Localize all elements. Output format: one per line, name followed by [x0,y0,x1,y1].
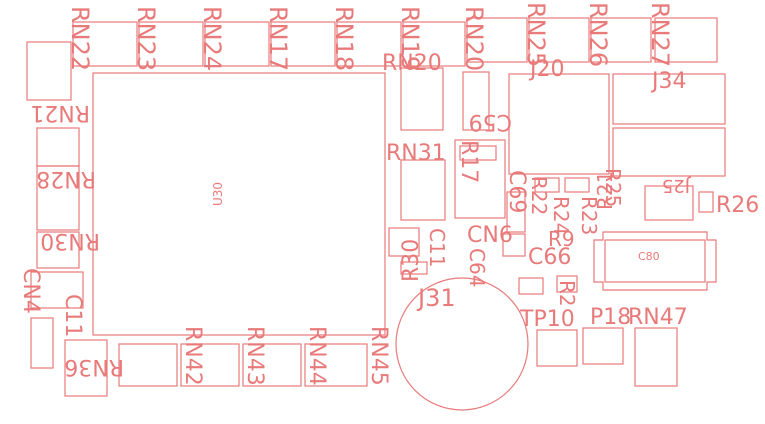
label-j34: J34 [650,69,686,94]
label-p18: P18 [590,305,631,330]
footprint-r17-pad [459,145,497,161]
footprint-rn31 [400,159,446,221]
footprint-r17 [454,139,506,219]
footprint-rn27 [590,17,652,63]
label-u30: U30 [211,182,225,206]
footprint-rn27b [654,17,718,63]
label-rn25: RN25 [522,2,550,67]
label-rn28: RN28 [36,166,96,191]
footprint-rn17 [204,21,270,67]
label-rn36: RN36 [64,354,124,379]
label-rn44: RN44 [304,326,329,386]
footprint-rn23 [72,21,138,67]
footprint-r23 [564,177,590,193]
label-rn18: RN18 [330,6,358,71]
label-r26: R26 [716,193,759,218]
footprint-rn21 [36,127,80,167]
footprint-rn36 [64,339,108,397]
label-rn21: RN21 [30,100,90,125]
label-rn43: RN43 [242,326,267,386]
label-rn17: RN17 [264,6,292,71]
footprint-rn25 [466,17,528,63]
label-r21: R21 [593,171,617,210]
label-rn31: RN31 [386,141,446,166]
label-rn20-vertical: RN20 [460,6,488,71]
label-c64: C64 [465,248,489,287]
label-r25: R25 [601,168,625,207]
label-c59: C59 [469,109,512,134]
label-r22: R22 [527,176,551,215]
label-r24: R24 [549,196,573,235]
label-j31: J31 [416,284,456,312]
footprint-j31 [395,277,529,411]
footprint-rn43 [242,343,302,387]
label-rn19: RN19 [396,6,424,71]
label-r2: R2 [555,280,579,307]
footprint-p18 [582,327,624,365]
label-rn23: RN23 [132,6,160,71]
footprint-rn26 [528,17,590,63]
footprint-rn19 [336,21,402,67]
label-cn4: CN4 [18,268,43,314]
footprint-r2 [518,277,544,295]
label-rn24: RN24 [198,6,226,71]
label-rn42: RN42 [180,326,205,386]
footprint-rn44 [304,343,368,387]
label-rn30: RN30 [40,228,100,253]
label-rn47: RN47 [628,305,688,330]
label-rn20: RN20 [382,51,442,76]
footprint-j34-bottom [612,127,726,177]
label-rn45: RN45 [366,326,391,386]
label-cn6: CN6 [467,223,513,248]
footprint-c11-left [30,317,54,369]
footprint-rn18 [270,21,336,67]
footprint-rn30 [36,231,80,269]
label-rn27: RN27 [646,2,674,67]
label-rn26: RN26 [584,2,612,67]
footprint-tp10 [536,329,578,367]
footprint-c69-cap [506,191,526,233]
footprint-rn42-a [118,343,178,387]
footprint-j20 [508,73,610,175]
label-j20: J20 [528,57,564,82]
label-c11-left: C11 [60,294,85,337]
footprint-rn42 [180,343,240,387]
footprint-cn4 [30,271,84,309]
footprint-c80 [593,231,717,291]
label-r30: R30 [399,239,424,282]
footprint-rn20 [402,21,466,67]
footprint-rn20-block [400,67,444,131]
label-rn22: RN22 [66,6,94,71]
footprint-r26-pad [698,191,714,213]
label-r23: R23 [577,196,601,235]
footprint-u30 [92,72,386,336]
footprint-c64 [502,233,526,257]
footprint-r30-pad [400,261,428,275]
footprint-r2-b [556,275,578,293]
label-tp10: TP10 [519,307,575,332]
footprint-j34-top [612,73,726,125]
footprint-rn47 [634,327,678,387]
footprint-rn28 [36,165,80,231]
label-c66: C66 [528,245,571,270]
label-r17: R17 [456,140,481,183]
footprint-r22 [534,177,560,193]
label-r9: R9 [548,227,575,251]
footprint-c80-inner [604,239,706,283]
footprint-r30 [388,227,420,257]
footprint-rn22 [26,41,72,101]
label-c11-center: C11 [425,228,449,267]
footprint-c59 [462,71,490,131]
footprint-rn24 [138,21,204,67]
footprint-r26 [644,185,694,221]
label-c80: C80 [638,250,660,263]
